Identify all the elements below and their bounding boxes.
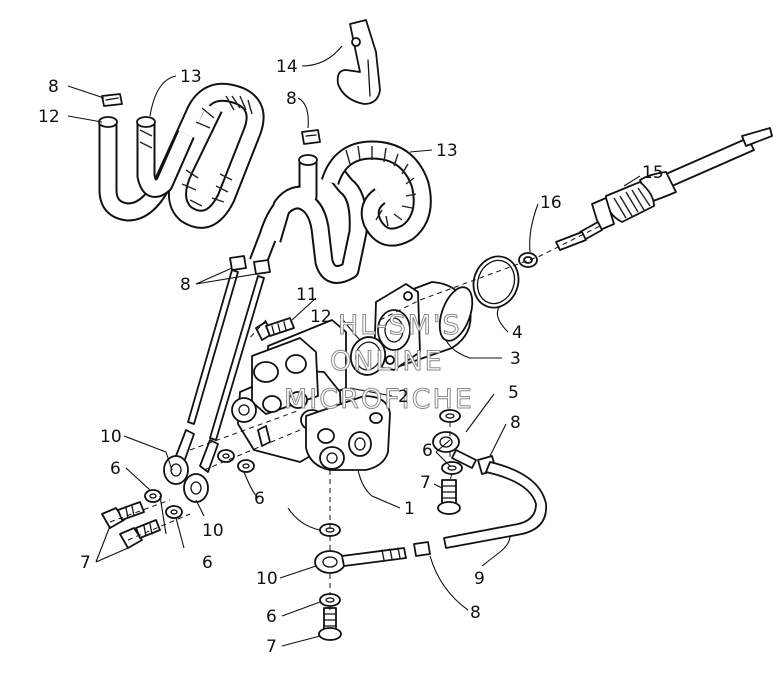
drive-cable-15	[555, 127, 773, 251]
bracket-14	[336, 19, 381, 105]
callout-11: 11	[296, 285, 318, 305]
alignment-lines	[109, 225, 601, 610]
o-ring-4	[472, 255, 520, 309]
clamp-8-pair	[229, 255, 271, 275]
callout-13: 13	[180, 67, 202, 87]
banjo-fitting-10-lower	[314, 547, 407, 574]
hose-12-upper	[136, 116, 195, 198]
callout-7: 7	[420, 473, 431, 493]
callout-1: 1	[404, 499, 415, 519]
washer-16	[518, 252, 538, 268]
clamp-8-lower	[413, 541, 431, 557]
callout-6: 6	[202, 553, 213, 573]
callout-10: 10	[256, 569, 278, 589]
callout-16: 16	[540, 193, 562, 213]
callout-8: 8	[286, 89, 297, 109]
washer-6-h	[319, 593, 341, 607]
callout-8: 8	[470, 603, 481, 623]
watermark-line-3: MICROFICHE	[284, 384, 474, 415]
callout-9: 9	[474, 569, 485, 589]
washer-6-f	[441, 461, 463, 475]
seal-ring	[349, 336, 387, 376]
watermark-line-1: HL-SM'S	[338, 310, 462, 341]
callout-6: 6	[266, 607, 277, 627]
washer-6-e	[439, 409, 461, 423]
callout-3: 3	[510, 349, 521, 369]
callout-2: 2	[398, 387, 409, 407]
bolt-7-left-b	[119, 519, 161, 549]
callout-6: 6	[110, 459, 121, 479]
washer-6-a	[144, 489, 162, 503]
leader-lines	[67, 45, 641, 647]
callout-8: 8	[48, 77, 59, 97]
callout-labels: 14 8 13 12 8 13 15 16 8 11 12 4 3 2 5 8 …	[38, 57, 664, 657]
callout-10: 10	[202, 521, 224, 541]
hose-13-right	[249, 140, 432, 284]
hose-13-left	[98, 82, 265, 229]
callout-5: 5	[508, 383, 519, 403]
oil-pump-body	[231, 319, 391, 471]
callout-6: 6	[422, 441, 433, 461]
hose-9	[443, 461, 547, 549]
callout-8: 8	[510, 413, 521, 433]
clamp-8-upper-mid	[301, 129, 321, 145]
callout-13: 13	[436, 141, 458, 161]
callout-12: 12	[38, 107, 60, 127]
callout-14: 14	[276, 57, 298, 77]
watermark-line-2: ONLINE	[330, 346, 444, 377]
tube-12-lines	[187, 269, 265, 441]
callout-7: 7	[266, 637, 277, 657]
watermark: HL-SM'S ONLINE MICROFICHE	[284, 310, 474, 416]
bolt-11	[255, 317, 295, 341]
banjo-fitting-10-right	[183, 439, 219, 503]
banjo-fitting-5	[432, 431, 477, 469]
bolt-7-left-a	[101, 501, 145, 529]
clamp-8-upper-left	[101, 93, 123, 107]
callout-8: 8	[180, 275, 191, 295]
callout-12: 12	[310, 307, 332, 327]
bolt-7-bottom	[318, 607, 342, 641]
washer-6-c	[217, 449, 235, 463]
washer-6-d	[237, 459, 255, 473]
washer-6-b	[165, 505, 183, 519]
callout-7: 7	[80, 553, 91, 573]
callout-6: 6	[254, 489, 265, 509]
callout-15: 15	[642, 163, 664, 183]
callout-4: 4	[512, 323, 523, 343]
bolt-7-right	[437, 479, 461, 515]
callout-10: 10	[100, 427, 122, 447]
